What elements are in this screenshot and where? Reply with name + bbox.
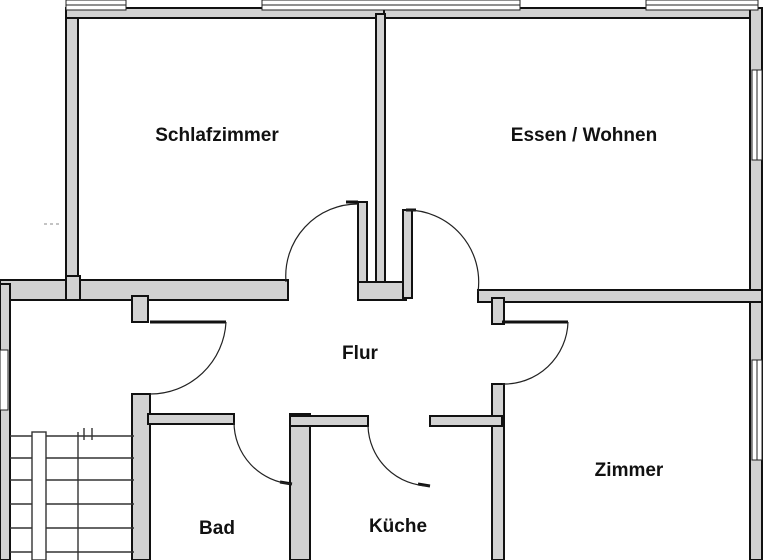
door-left-swing: [149, 321, 227, 395]
walls: [0, 7, 763, 560]
staircase: [10, 428, 134, 560]
door-bad-swing: [233, 421, 293, 485]
window-left-stair: [0, 349, 9, 411]
room-label-essen-wohnen: Essen / Wohnen: [510, 125, 658, 146]
door-essen-swing: [405, 209, 480, 293]
stair-handrail: [31, 431, 47, 560]
wall-flur-right-upper: [491, 297, 505, 325]
room-label-flur: Flur: [342, 343, 378, 364]
wall-bad-top: [147, 413, 235, 425]
door-zimmer-swing: [501, 321, 569, 385]
room-label-zimmer: Zimmer: [594, 460, 664, 481]
wall-door-jamb-2: [402, 209, 413, 299]
wall-middle-vertical: [375, 13, 386, 283]
wall-central-pillar: [357, 281, 407, 301]
wall-flur-left-lower: [131, 393, 151, 560]
windows: [0, 0, 763, 461]
wall-kueche-top-right: [429, 415, 503, 427]
door-schlafzimmer-swing: [285, 203, 359, 283]
room-label-schlafzimmer: Schlafzimmer: [155, 125, 279, 146]
wall-flur-left-upper: [131, 295, 149, 323]
wall-zimmer-left: [491, 383, 505, 560]
door-kueche-swing: [367, 425, 431, 487]
wall-left-outer: [65, 7, 79, 301]
room-label-bad: Bad: [199, 518, 235, 539]
wall-essen-bottom: [477, 289, 763, 303]
room-label-kueche: Küche: [368, 516, 428, 537]
wall-kueche-top-left: [289, 415, 369, 427]
wall-left-stub: [65, 275, 81, 301]
wall-bad-kueche: [289, 413, 311, 560]
doors: [149, 200, 569, 488]
wall-stair-left: [0, 283, 11, 560]
